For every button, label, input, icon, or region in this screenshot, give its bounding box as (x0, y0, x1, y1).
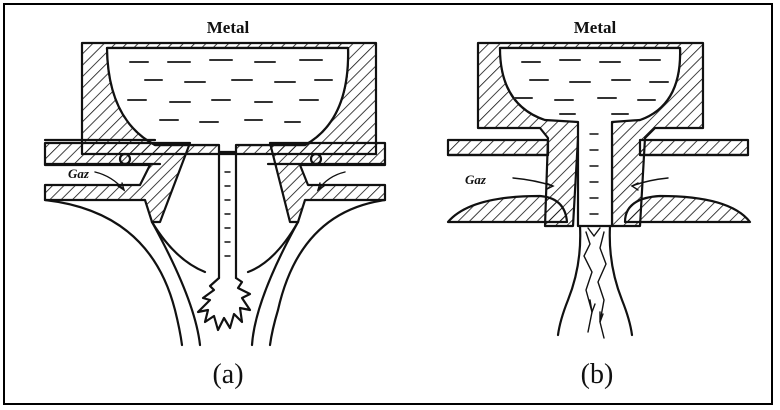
panel-b-caption: (b) (581, 359, 614, 390)
panel-a-spray (198, 278, 250, 330)
panel-a: Metal (45, 18, 385, 345)
panel-a-metal-label: Metal (207, 18, 250, 37)
panel-a-nozzle-right (270, 143, 385, 222)
panel-b-upper-plate-left (448, 140, 548, 155)
panel-a-plume-right (252, 222, 298, 345)
panel-b-spray-a (584, 232, 592, 332)
panel-b-spray-b (598, 232, 606, 338)
panel-b-lower-block-left (448, 196, 567, 222)
panel-b-metal-label: Metal (574, 18, 617, 37)
panel-b-spray-c (588, 228, 600, 236)
panel-a-plume-right-outer (270, 200, 385, 345)
panel-b-plume-left (558, 226, 580, 335)
panel-a-stream-ticks (225, 172, 230, 256)
panel-b-upper-plate-right (640, 140, 748, 155)
panel-a-gas-jet-right (248, 222, 298, 272)
panel-b-lower-block-right (625, 196, 750, 222)
panel-a-plume-left-outer (45, 200, 182, 345)
panel-a-plume-left (152, 222, 200, 345)
panel-a-caption: (a) (212, 359, 243, 390)
panel-b-plume-right (610, 226, 632, 335)
panel-a-nozzle-left (45, 143, 190, 222)
panel-b-gas-label: Gaz (465, 172, 487, 187)
panel-b: Metal (448, 18, 750, 338)
panel-a-gas-jet-left (152, 222, 205, 272)
panel-a-gas-label: Gaz (68, 166, 90, 181)
